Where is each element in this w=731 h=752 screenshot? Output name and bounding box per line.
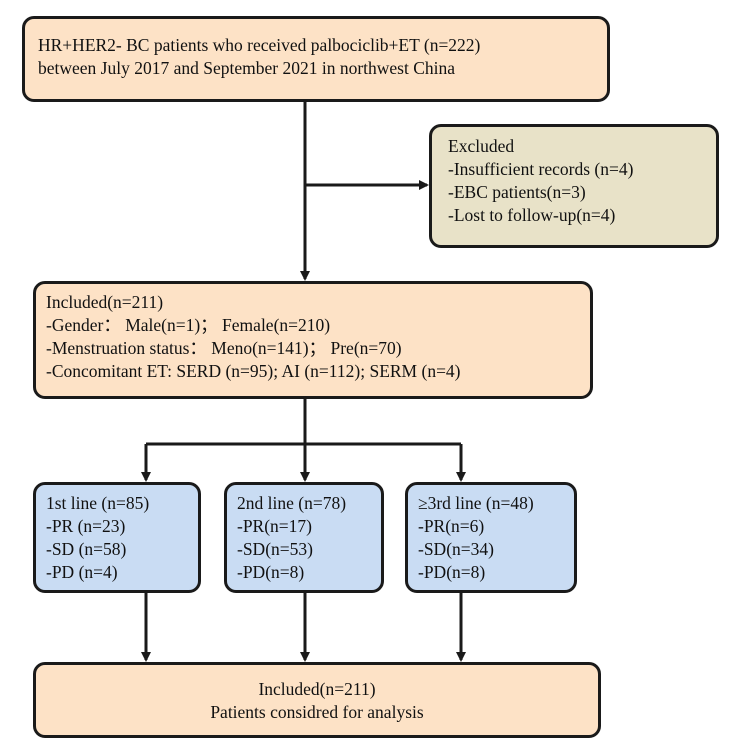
box-text-line: -SD (n=58) <box>46 539 127 559</box>
box-text-line: -Gender： Male(n=1)； Female(n=210) <box>46 315 331 335</box>
box-text-line: -PD(n=8) <box>237 562 305 582</box>
box-text-line: HR+HER2- BC patients who received palboc… <box>38 35 481 55</box>
box-text-line: -Concomitant ET: SERD (n=95); AI (n=112)… <box>46 361 461 381</box>
box-text-line: -EBC patients(n=3) <box>448 182 586 202</box>
box-heading: Excluded <box>448 136 515 156</box>
box-excluded: Excluded -Insufficient records (n=4) -EB… <box>429 124 719 248</box>
box-text-line: between July 2017 and September 2021 in … <box>38 58 456 78</box>
box-third-line: ≥3rd line (n=48) -PR(n=6) -SD(n=34) -PD(… <box>405 482 577 593</box>
box-eligible-patients: HR+HER2- BC patients who received palboc… <box>22 16 610 102</box>
box-text-line: -PD (n=4) <box>46 562 118 582</box>
box-second-line: 2nd line (n=78) -PR(n=17) -SD(n=53) -PD(… <box>224 482 384 593</box>
box-heading: Included(n=211) <box>258 679 376 699</box>
box-text-line: -Insufficient records (n=4) <box>448 159 634 179</box>
box-text-line: -PD(n=8) <box>418 562 486 582</box>
box-text-line: -SD(n=34) <box>418 539 494 559</box>
box-text-line: -Menstruation status： Meno(n=141)； Pre(n… <box>46 338 402 358</box>
box-text-line: -PR (n=23) <box>46 516 126 536</box>
box-heading: ≥3rd line (n=48) <box>418 493 534 513</box>
box-included: Included(n=211) -Gender： Male(n=1)； Fema… <box>33 281 593 399</box>
box-analysis-set: Included(n=211) Patients considred for a… <box>33 662 601 738</box>
box-text-line: -PR(n=17) <box>237 516 313 536</box>
box-text-line: Patients considred for analysis <box>210 702 424 722</box>
box-heading: Included(n=211) <box>46 292 164 312</box>
box-heading: 2nd line (n=78) <box>237 493 347 513</box>
box-heading: 1st line (n=85) <box>46 493 150 513</box>
box-text-line: -Lost to follow-up(n=4) <box>448 205 616 225</box>
box-text-line: -PR(n=6) <box>418 516 485 536</box>
box-text-line: -SD(n=53) <box>237 539 313 559</box>
box-first-line: 1st line (n=85) -PR (n=23) -SD (n=58) -P… <box>33 482 201 593</box>
